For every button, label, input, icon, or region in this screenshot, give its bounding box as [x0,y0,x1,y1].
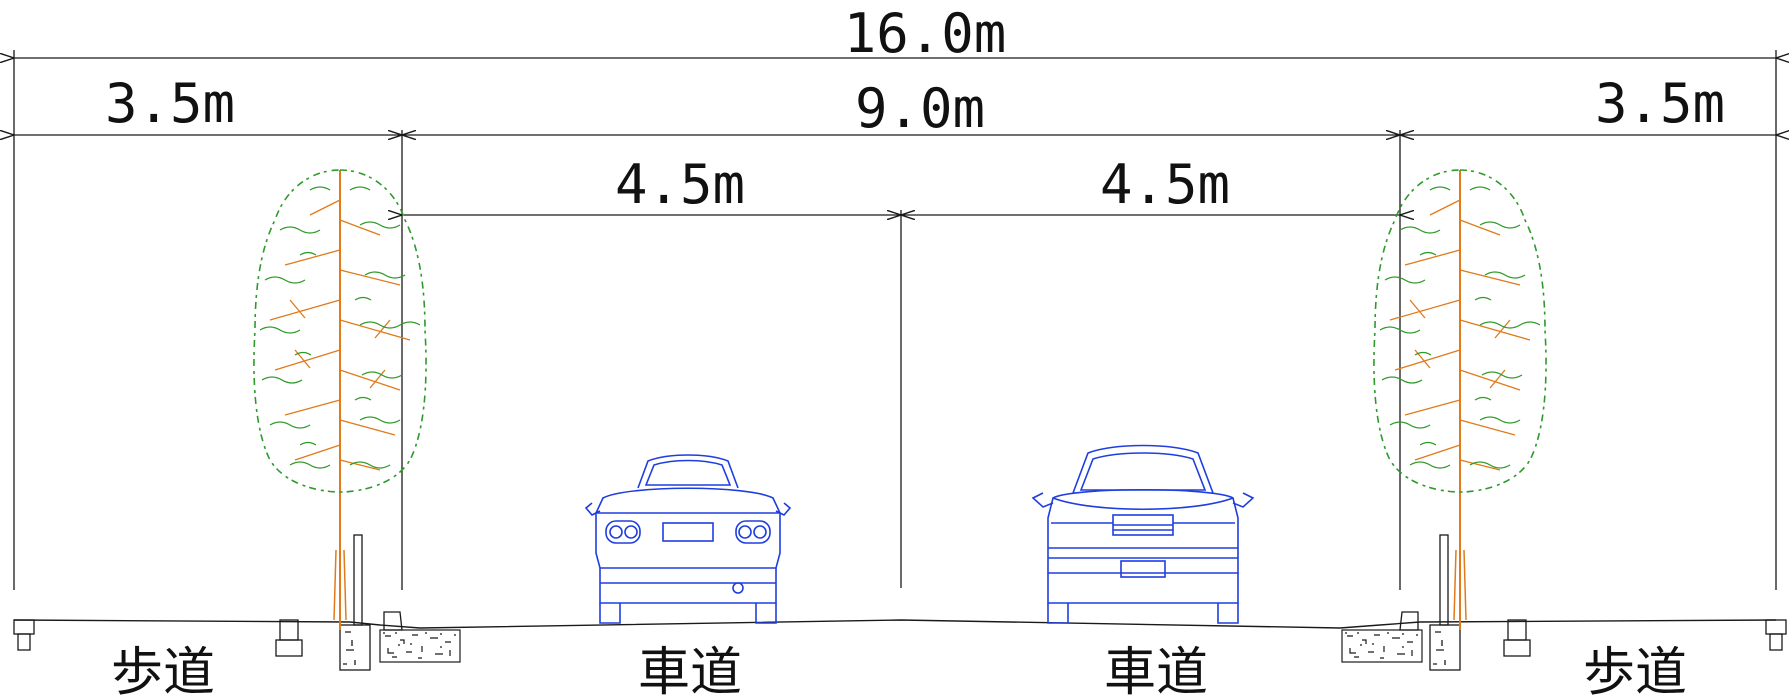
signpost-right [1439,534,1449,626]
car-front-icon [1032,444,1254,624]
curb-wedge-right [1399,611,1419,631]
road-surface [13,619,1777,629]
zone-label-right-lane: 車道 [1104,643,1208,697]
dim-label-right-lane: 4.5m [1100,153,1230,216]
bollard-icon-left [275,619,303,657]
zone-label-right-sidewalk: 歩道 [1583,643,1687,697]
tree-pit-right [1429,624,1461,671]
curb-wedge-left [383,611,403,631]
bollard-icon-right [1503,619,1531,657]
tree-icon-left [252,169,428,631]
dim-label-total: 16.0m [844,2,1007,65]
bollard-icon-right-edge [1765,619,1787,651]
bollard-icon-left-edge [13,619,35,651]
car-rear-icon [585,454,791,624]
curb-icon-left [379,629,461,663]
dim-label-left-sidewalk: 3.5m [105,72,235,135]
zone-label-left-sidewalk: 歩道 [111,643,215,697]
curb-icon-right [1341,629,1423,663]
dim-label-right-sidewalk: 3.5m [1595,72,1725,135]
zone-label-left-lane: 車道 [638,643,742,697]
signpost-left [353,534,363,626]
dim-label-carriageway: 9.0m [855,77,985,140]
dim-label-left-lane: 4.5m [615,153,745,216]
tree-pit-left [339,624,371,671]
